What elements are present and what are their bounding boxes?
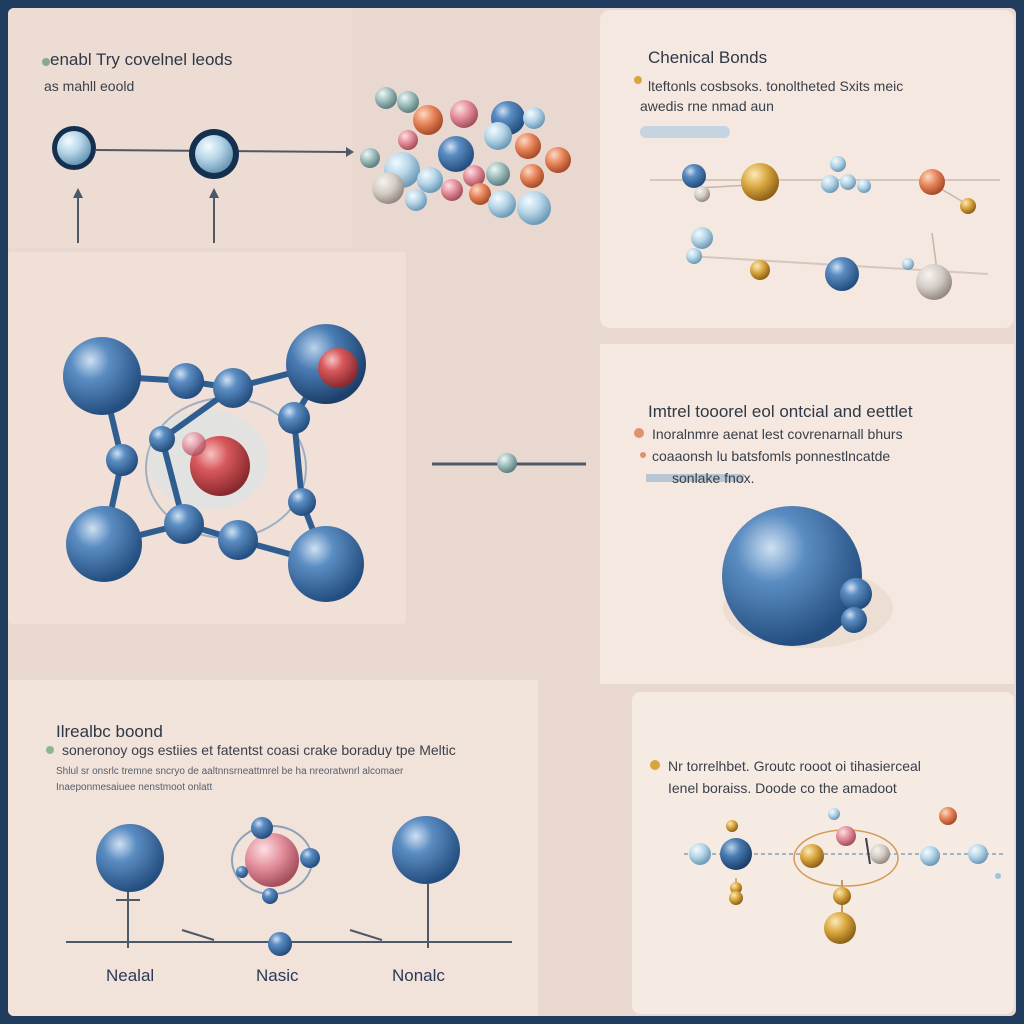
chain-line2: Ienel boraiss. Doode co the amadoot — [668, 780, 897, 796]
bullet-dot — [650, 760, 660, 770]
bullet-dot — [634, 76, 642, 84]
bullet-dot — [46, 746, 54, 754]
metallic-line2: Shlul sr onsrlc tremne sncryo de aaltnns… — [56, 766, 404, 777]
ionic-line2: coaaonsh lu batsfomls ponnestlncatde — [652, 448, 891, 464]
metallic-line3: Inaeponmesaiuee nenstmoot onlatt — [56, 782, 213, 793]
bond-chain-diagram — [684, 807, 1004, 944]
bullet-dot — [640, 452, 646, 458]
metallic-title: Ilrealbc boond — [56, 722, 163, 741]
illustration-layer — [52, 87, 1004, 956]
bond-network-diagram — [640, 126, 1000, 300]
ionic-sphere — [646, 474, 893, 648]
chemical-bonds-title: Chenical Bonds — [648, 48, 768, 67]
canvas: enabl Try covelnel leods as mahll eoold … — [8, 8, 1016, 1016]
label-center-atom: Nasic — [256, 966, 299, 985]
label-right-atom: Nonalc — [392, 966, 445, 985]
bullet-dot — [42, 58, 50, 66]
center-connector — [432, 453, 586, 473]
ionic-line3: sonlake fnox. — [672, 470, 755, 486]
chemical-bonds-line2: awedis rne nmad aun — [640, 98, 774, 114]
ionic-title: Imtrel tooorel eol ontcial and eettlet — [648, 402, 913, 421]
chain-line1: Nr torrelhbet. Groutc rooot oi tihasierc… — [668, 758, 921, 774]
ionic-line1: Inoralnmre aenat lest covrenarnall bhurs — [652, 426, 903, 442]
covalent-subtitle: as mahll eoold — [44, 78, 135, 94]
bullet-dot — [634, 428, 644, 438]
chemical-bonds-line1: lteftonls cosbsoks. tonoltheted Sxits me… — [648, 78, 904, 94]
covalent-title: enabl Try covelnel leods — [50, 50, 233, 69]
label-left-atom: Nealal — [106, 966, 155, 985]
metallic-line1: soneronoy ogs estiies et fatentst coasi … — [62, 742, 456, 758]
molecule-model — [63, 324, 366, 602]
metallic-bond-diagram — [66, 816, 512, 956]
covalent-arrow-diagram — [52, 126, 354, 243]
molecule-cluster — [360, 87, 571, 225]
